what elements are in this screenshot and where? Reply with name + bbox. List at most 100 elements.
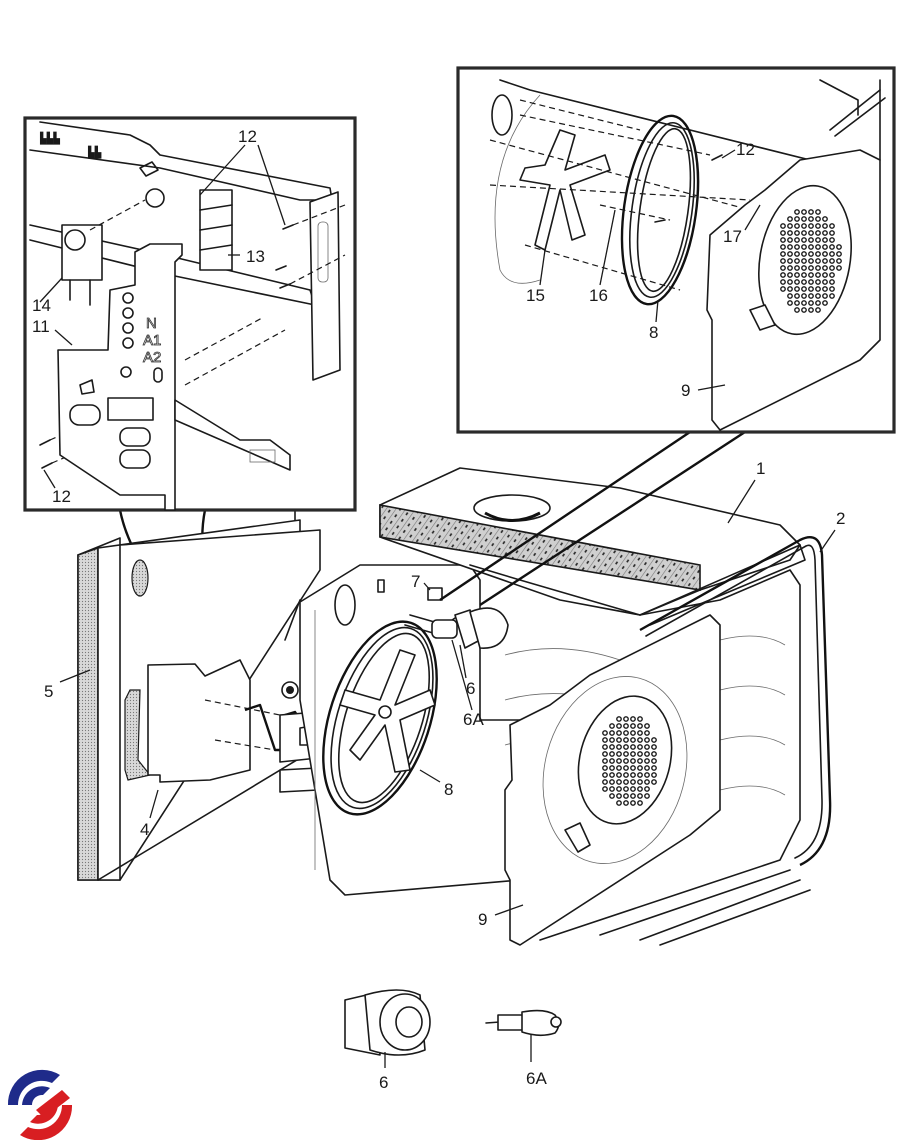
grille-hole [630,779,636,785]
grille-hole [644,744,650,750]
grille-hole [780,279,786,285]
grille-hole [801,258,807,264]
grille-hole [602,772,608,778]
grille-hole [794,216,800,222]
grille-hole [822,265,828,271]
grille-hole [836,258,842,264]
grille-hole [808,300,814,306]
grille-hole [630,737,636,743]
grille-hole [829,223,835,229]
detail-callout-6a: 6A [526,1069,547,1088]
grille-hole [794,237,800,243]
grille-hole [815,244,821,250]
grille-hole [801,279,807,285]
grille-hole [801,265,807,271]
grille-hole [780,251,786,257]
grille-hole [651,772,657,778]
grille-hole [630,772,636,778]
grille-hole [630,744,636,750]
grille-hole [822,216,828,222]
grille-hole [630,751,636,757]
grille-hole [609,737,615,743]
grille-hole [644,779,650,785]
grille-hole [609,723,615,729]
grille-hole [815,286,821,292]
vent-slots-marking: ▙▙▙ [39,131,60,145]
grille-hole [787,216,793,222]
grille-hole [623,744,629,750]
grille-hole [787,293,793,299]
grille-hole [637,800,643,806]
grille-hole [787,223,793,229]
grille-hole [780,286,786,292]
grille-hole [808,251,814,257]
grille-hole [637,716,643,722]
grille-hole [630,758,636,764]
grille-hole [808,244,814,250]
grille-hole [787,279,793,285]
grille-hole [794,223,800,229]
grille-hole [602,786,608,792]
grille-hole [829,251,835,257]
grille-hole [630,793,636,799]
grille-hole [808,272,814,278]
inset-left-electrical-detail: ▙▙▙ ▙▙ [23,116,357,512]
grille-hole [829,286,835,292]
grille-hole [822,272,828,278]
grille-hole [616,730,622,736]
callout-7: 7 [411,572,420,591]
grille-hole [623,737,629,743]
detail-callout-6: 6 [379,1073,388,1092]
grille-hole [787,300,793,306]
grille-hole [787,230,793,236]
grille-hole [801,230,807,236]
grille-hole [794,244,800,250]
grille-hole [815,216,821,222]
grille-hole [829,265,835,271]
grille-hole [623,758,629,764]
grille-hole [623,779,629,785]
door-seal-gasket [639,535,832,867]
grille-hole [836,265,842,271]
fan-grille-holes [602,716,657,806]
callout-2: 2 [836,509,845,528]
grille-hole [630,716,636,722]
brand-swirl-logo [7,1069,73,1140]
grille-hole [616,772,622,778]
grille-hole [616,751,622,757]
detail-lamp-assembly: 6 [344,989,431,1092]
grille-hole [808,265,814,271]
grille-hole [822,286,828,292]
grille-hole [780,223,786,229]
grille-hole [780,265,786,271]
callout-6a: 6A [463,710,484,729]
grille-hole [794,272,800,278]
grille-hole [787,265,793,271]
grille-hole [609,779,615,785]
grille-hole [822,237,828,243]
inset-fan-grille-holes [780,209,842,313]
grille-hole [808,286,814,292]
grille-hole [801,286,807,292]
grille-hole [637,723,643,729]
grille-hole [780,258,786,264]
inset-right-callout-8: 8 [649,323,658,342]
grille-hole [822,258,828,264]
grille-hole [780,230,786,236]
grille-hole [637,793,643,799]
grille-hole [815,223,821,229]
grille-hole [637,772,643,778]
grille-hole [815,279,821,285]
grille-hole [609,758,615,764]
grille-hole [644,730,650,736]
grille-hole [623,786,629,792]
grille-hole [808,223,814,229]
grille-hole [815,258,821,264]
grille-hole [623,716,629,722]
grille-hole [623,772,629,778]
grille-hole [644,737,650,743]
inset-right-callout-12: 12 [736,140,755,159]
grille-hole [822,293,828,299]
grille-hole [630,730,636,736]
grille-hole [623,751,629,757]
